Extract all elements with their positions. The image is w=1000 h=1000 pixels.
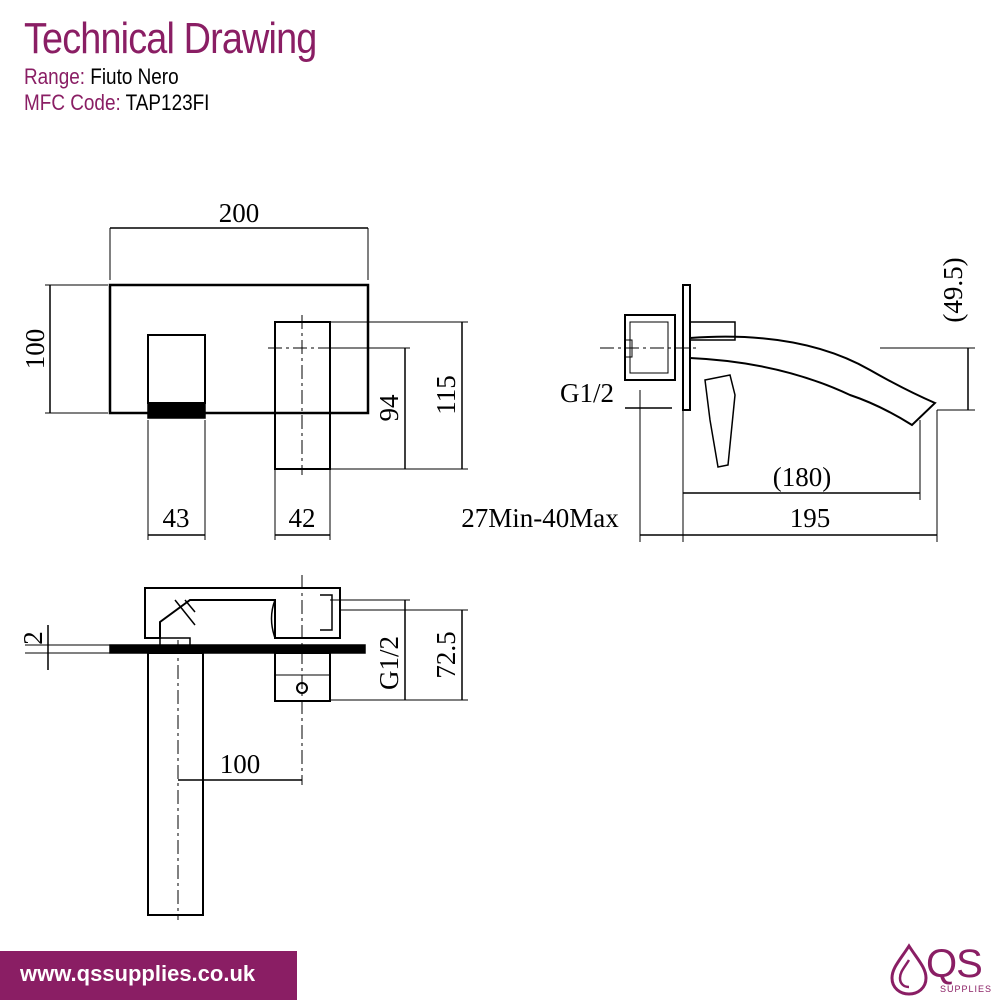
footer-banner: www.qssupplies.co.uk xyxy=(0,951,297,1000)
range-line: Range: Fiuto Nero xyxy=(24,64,316,90)
droplet-icon xyxy=(890,943,928,996)
header: Technical Drawing Range: Fiuto Nero MFC … xyxy=(24,14,364,116)
page-title: Technical Drawing xyxy=(24,14,317,63)
dim-side-reach: (180) xyxy=(773,462,831,492)
logo-subtext: SUPPLIES xyxy=(940,984,993,994)
front-handle xyxy=(147,334,206,404)
dim-side-depth: 27Min-40Max xyxy=(461,503,619,533)
range-value: Fiuto Nero xyxy=(90,64,179,89)
dim-spout-height: 94 xyxy=(374,394,404,422)
top-body xyxy=(144,587,341,639)
dim-spout-width: 42 xyxy=(289,503,316,533)
top-plate xyxy=(109,644,366,654)
dim-handle-width: 43 xyxy=(163,503,190,533)
side-spout xyxy=(689,335,937,427)
dim-top-depth: 72.5 xyxy=(431,631,461,678)
dim-side-drop: (49.5) xyxy=(938,257,968,322)
dim-side-projection: 195 xyxy=(790,503,831,533)
front-backplate xyxy=(108,283,370,415)
front-view xyxy=(45,227,468,540)
side-view xyxy=(600,284,975,542)
website-link[interactable]: www.qssupplies.co.uk xyxy=(20,961,256,986)
side-lever xyxy=(704,374,736,468)
code-value: TAP123FI xyxy=(125,90,210,115)
dim-top-plate: 2 xyxy=(18,631,48,645)
code-line: MFC Code: TAP123FI xyxy=(24,90,316,116)
code-label: MFC Code: xyxy=(24,90,121,115)
range-label: Range: xyxy=(24,64,86,89)
side-body xyxy=(624,314,676,381)
dim-front-height: 100 xyxy=(20,329,50,370)
qs-logo: QS SUPPLIES xyxy=(880,940,995,998)
dim-top-thread: G1/2 xyxy=(374,636,404,690)
front-handle-base xyxy=(147,402,206,419)
top-view xyxy=(25,575,468,920)
dim-overall-height: 115 xyxy=(431,375,461,415)
dim-top-spout-length: 100 xyxy=(220,749,261,779)
dim-side-thread: G1/2 xyxy=(560,378,614,408)
logo-text: QS xyxy=(926,942,983,986)
dim-front-width: 200 xyxy=(219,198,260,228)
top-spout xyxy=(147,652,204,916)
